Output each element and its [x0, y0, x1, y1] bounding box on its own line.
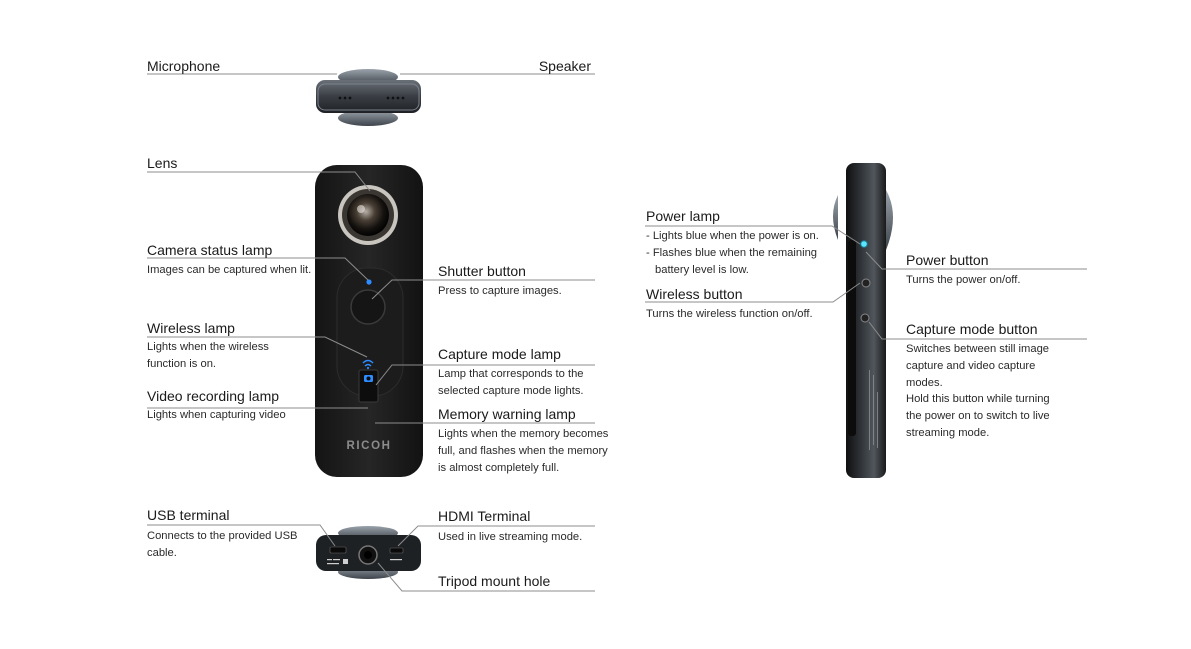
- power-lamp-label: Power lamp: [646, 208, 720, 224]
- power-lamp-dot: [860, 240, 868, 248]
- capture-mode-button-label: Capture mode button: [906, 321, 1038, 337]
- capture-mode-button-desc: Switches between still image capture and…: [906, 341, 1066, 442]
- hdmi-terminal-desc: Used in live streaming mode.: [438, 531, 583, 543]
- microphone-holes: [338, 96, 352, 100]
- camera-status-lamp-desc: Images can be captured when lit.: [147, 264, 312, 276]
- shutter-button-label: Shutter button: [438, 263, 526, 279]
- wireless-button-label: Wireless button: [646, 286, 743, 302]
- power-lamp-desc-line-2: - Flashes blue when the remaining: [646, 246, 818, 259]
- power-lamp-desc-line-3: battery level is low.: [655, 263, 749, 276]
- leader-lines: [147, 73, 1087, 592]
- top-view-camera: [316, 69, 421, 126]
- brand-logo: RICOH: [346, 440, 392, 452]
- wireless-lamp-label: Wireless lamp: [147, 320, 235, 336]
- capture-mode-button-desc-1: Switches between still image capture and…: [906, 343, 1050, 389]
- side-view-camera: [833, 163, 893, 478]
- power-button-desc: Turns the power on/off.: [906, 274, 1021, 286]
- video-recording-lamp-desc: Lights when capturing video: [147, 409, 286, 421]
- tripod-mount-hole-label: Tripod mount hole: [438, 573, 551, 589]
- wireless-button-circle: [861, 278, 871, 288]
- capture-mode-button-desc-2: Hold this button while turning the power…: [906, 393, 1050, 439]
- usb-terminal-label: USB terminal: [147, 507, 230, 523]
- wireless-lamp-icon: [362, 359, 374, 367]
- capture-mode-button-circle: [860, 313, 870, 323]
- shutter-button-circle: [350, 289, 386, 325]
- camera-status-lamp-label: Camera status lamp: [147, 242, 273, 258]
- capture-mode-lamp-label: Capture mode lamp: [438, 346, 561, 362]
- front-view-camera: [315, 165, 423, 477]
- bottom-view-camera: [316, 526, 421, 579]
- capture-mode-lamp-desc: Lamp that corresponds to the selected ca…: [438, 368, 584, 397]
- hdmi-terminal-label: HDMI Terminal: [438, 508, 531, 524]
- camera-status-lamp-dot: [366, 279, 372, 285]
- speaker-label: Speaker: [538, 58, 591, 74]
- lens-label: Lens: [147, 155, 178, 171]
- usb-port: [329, 546, 347, 554]
- power-lamp-desc-line-1: - Lights blue when the power is on.: [646, 230, 819, 242]
- speaker-holes: [386, 96, 405, 100]
- wireless-lamp-desc: Lights when the wireless function is on.: [147, 341, 269, 370]
- video-recording-lamp-label: Video recording lamp: [147, 388, 280, 404]
- wireless-button-desc: Turns the wireless function on/off.: [646, 308, 813, 320]
- usb-terminal-desc: Connects to the provided USB cable.: [147, 530, 298, 559]
- memory-warning-lamp-label: Memory warning lamp: [438, 406, 576, 422]
- microphone-label: Microphone: [147, 58, 221, 74]
- hdmi-port: [389, 547, 404, 554]
- power-button-label: Power button: [906, 252, 989, 268]
- memory-warning-lamp-desc: Lights when the memory becomes full, and…: [438, 428, 609, 474]
- shutter-button-desc: Press to capture images.: [438, 285, 562, 297]
- power-lamp-desc: - Lights blue when the power is on. - Fl…: [646, 228, 836, 278]
